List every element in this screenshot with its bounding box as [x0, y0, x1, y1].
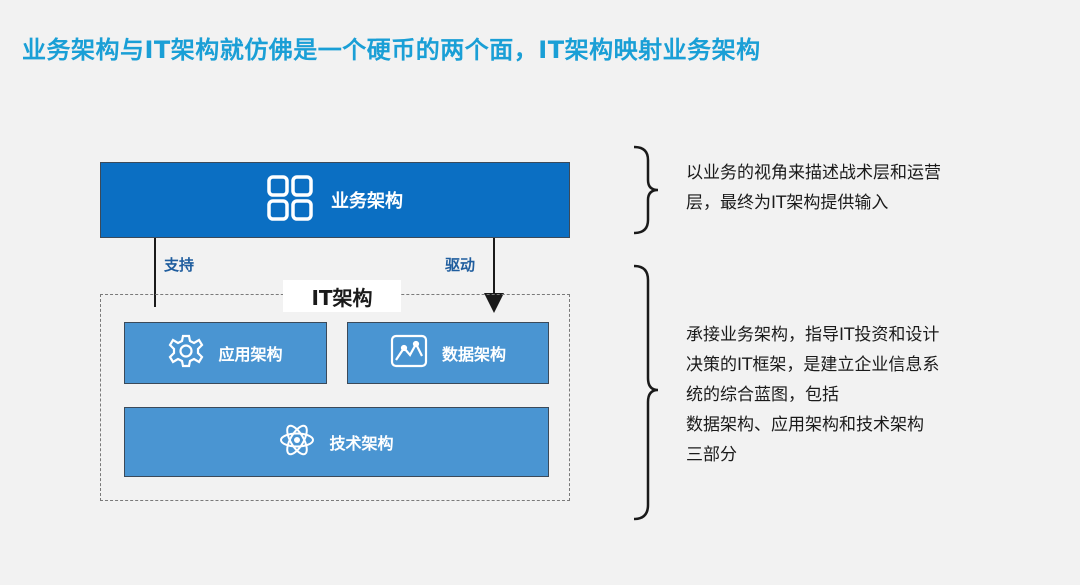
application-architecture-box: 应用架构	[124, 322, 327, 384]
it-description: 承接业务架构，指导IT投资和设计 决策的IT框架，是建立企业信息系 统的综合蓝图…	[686, 320, 1016, 470]
application-architecture-label: 应用架构	[218, 345, 283, 364]
drive-label: 驱动	[445, 256, 476, 274]
business-description-line: 以业务的视角来描述战术层和运营	[686, 163, 941, 183]
page-title: 业务架构与IT架构就仿佛是一个硬币的两个面，IT架构映射业务架构	[22, 36, 761, 64]
business-architecture-box: 业务架构	[100, 162, 570, 238]
business-architecture-label: 业务架构	[331, 191, 403, 212]
atom-icon	[279, 422, 315, 462]
it-description-line: 三部分	[686, 445, 737, 465]
it-architecture-label: IT架构	[283, 280, 401, 312]
technology-architecture-box: 技术架构	[124, 407, 549, 477]
chart-image-icon	[390, 334, 428, 372]
data-architecture-box: 数据架构	[347, 322, 549, 384]
gear-icon	[168, 333, 204, 373]
business-brace	[633, 145, 659, 235]
data-architecture-label: 数据架构	[441, 345, 506, 364]
support-label: 支持	[164, 256, 195, 274]
technology-architecture-label: 技术架构	[329, 434, 394, 453]
grid-squares-icon	[267, 174, 313, 226]
it-description-line: 决策的IT框架，是建立企业信息系	[686, 355, 940, 375]
business-description-line: 层，最终为IT架构提供输入	[686, 193, 889, 213]
it-description-line: 承接业务架构，指导IT投资和设计	[686, 325, 940, 345]
it-brace	[633, 264, 659, 521]
it-description-line: 数据架构、应用架构和技术架构	[686, 415, 924, 435]
it-description-line: 统的综合蓝图，包括	[686, 385, 839, 405]
business-description: 以业务的视角来描述战术层和运营 层，最终为IT架构提供输入	[686, 158, 1006, 218]
